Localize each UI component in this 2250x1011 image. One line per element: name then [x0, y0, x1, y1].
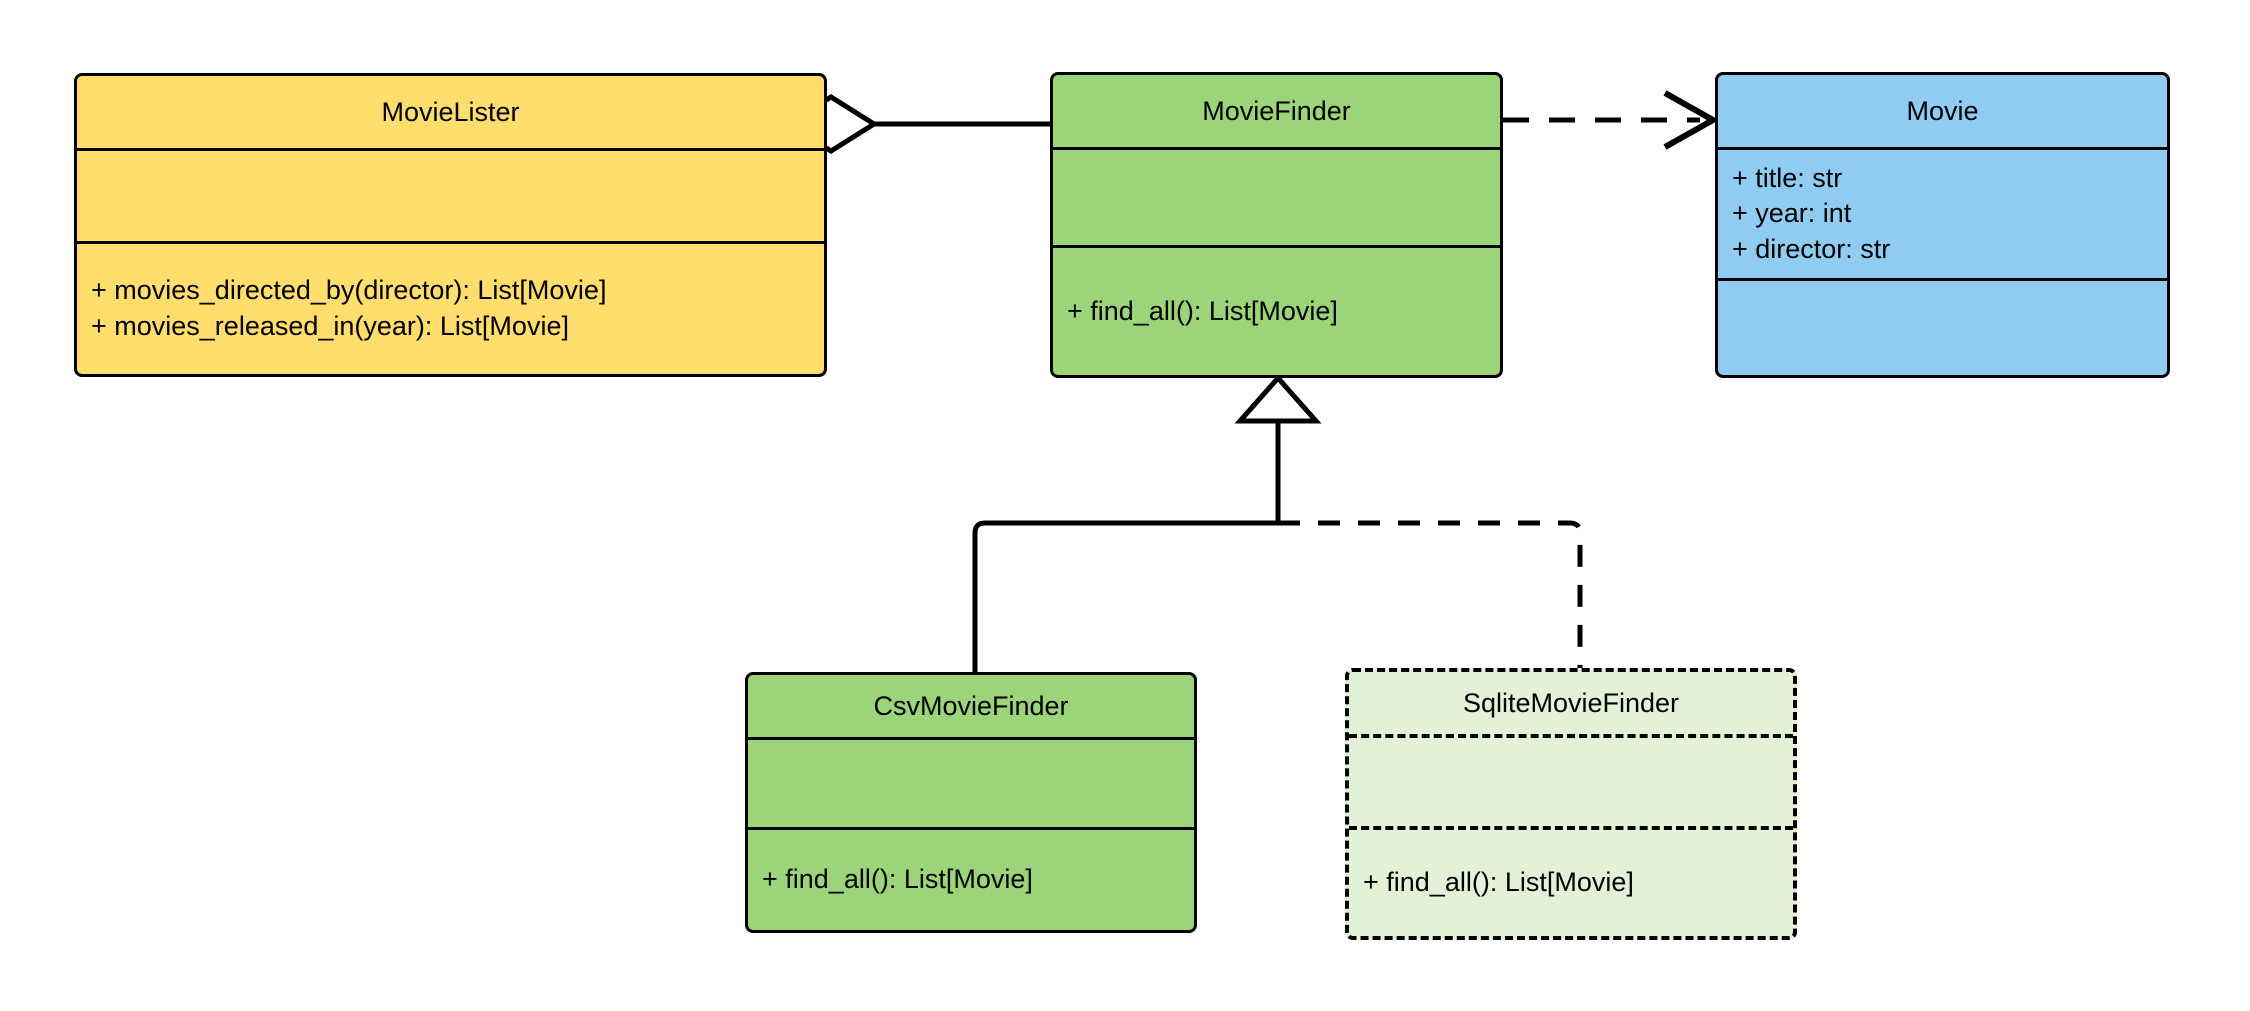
class-box-moviefinder[interactable]: MovieFinder + find_all(): List[Movie]: [1050, 72, 1503, 378]
class-name-label: SqliteMovieFinder: [1462, 687, 1680, 718]
attribute-item: + title: str: [1732, 162, 1843, 193]
class-name-compartment: MovieLister: [77, 76, 824, 148]
class-name-compartment: CsvMovieFinder: [748, 675, 1194, 737]
dependency-moviefinder-movie[interactable]: [1503, 90, 1720, 150]
generalization-sqlitemoviefinder-moviefinder[interactable]: [1278, 520, 1583, 668]
class-operations-compartment: + find_all(): List[Movie]: [1053, 245, 1500, 375]
class-attributes-compartment: [748, 737, 1194, 827]
operation-item: + movies_directed_by(director): List[Mov…: [91, 275, 607, 306]
operation-item: + movies_released_in(year): List[Movie]: [91, 311, 569, 341]
class-operations-compartment: [1718, 278, 2167, 375]
class-name-label: Movie: [1906, 95, 1979, 126]
class-operations-compartment: + movies_directed_by(director): List[Mov…: [77, 241, 824, 374]
class-operations-compartment: + find_all(): List[Movie]: [748, 827, 1194, 930]
class-box-csvmoviefinder[interactable]: CsvMovieFinder + find_all(): List[Movie]: [745, 672, 1197, 933]
class-name-label: MovieLister: [381, 96, 520, 127]
open-arrowhead-icon: [1663, 90, 1720, 150]
operation-item: + find_all(): List[Movie]: [1067, 295, 1338, 326]
class-attributes-compartment: + title: str + year: int + director: str: [1718, 147, 2167, 278]
class-operations-compartment: + find_all(): List[Movie]: [1349, 826, 1793, 936]
attribute-item: + director: str: [1732, 233, 1891, 264]
class-name-compartment: MovieFinder: [1053, 75, 1500, 147]
hollow-triangle-icon: [1234, 374, 1322, 424]
generalization-csvmoviefinder-moviefinder[interactable]: [972, 520, 1278, 672]
aggregation-movielister-moviefinder[interactable]: [783, 94, 1050, 154]
class-name-label: MovieFinder: [1202, 95, 1351, 126]
class-name-compartment: Movie: [1718, 75, 2167, 147]
class-name-compartment: SqliteMovieFinder: [1349, 672, 1793, 734]
class-box-movielister[interactable]: MovieLister + movies_directed_by(directo…: [74, 73, 827, 377]
class-box-sqlitemoviefinder[interactable]: SqliteMovieFinder + find_all(): List[Mov…: [1345, 668, 1797, 940]
operation-item: + find_all(): List[Movie]: [762, 864, 1033, 895]
class-attributes-compartment: [1349, 734, 1793, 826]
class-name-label: CsvMovieFinder: [873, 690, 1069, 721]
generalization-branch[interactable]: [1234, 374, 1322, 523]
class-attributes-compartment: [1053, 147, 1500, 245]
class-box-movie[interactable]: Movie + title: str + year: int + directo…: [1715, 72, 2170, 378]
attribute-item: + year: int: [1732, 198, 1852, 229]
class-attributes-compartment: [77, 148, 824, 241]
operation-item: + find_all(): List[Movie]: [1363, 867, 1634, 898]
